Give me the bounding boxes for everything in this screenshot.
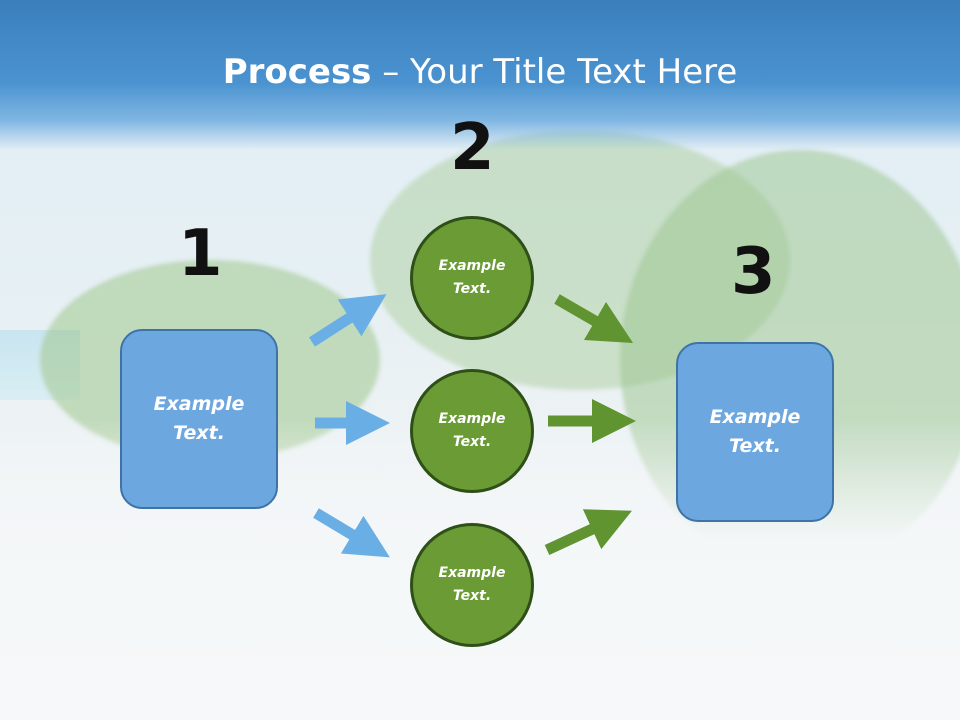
title-bar	[0, 0, 960, 150]
step-2-text-middle: Example Text.	[438, 411, 506, 450]
arrow-1-to-2-top	[309, 294, 387, 347]
step-3-text: Example Text.	[709, 406, 801, 457]
title-bold: Process	[222, 52, 372, 92]
step-2-number: 2	[450, 111, 495, 185]
step-3-box: Example Text.	[676, 342, 834, 522]
step-3-number: 3	[731, 235, 776, 309]
step-2-circle-top: Example Text.	[410, 216, 534, 340]
step-2-circle-bottom: Example Text.	[410, 523, 534, 647]
step-2-text-bottom: Example Text.	[438, 565, 506, 604]
title-rest: – Your Title Text Here	[371, 52, 738, 92]
slide-title: Process – Your Title Text Here	[0, 52, 960, 92]
arrow-2-to-3-bottom	[544, 509, 632, 555]
step-2-text-top: Example Text.	[438, 258, 506, 297]
step-1-number: 1	[178, 217, 223, 291]
step-1-text: Example Text.	[153, 393, 245, 444]
arrow-2-to-3-top	[554, 294, 634, 344]
arrow-1-to-2-bottom	[313, 508, 390, 558]
step-1-box: Example Text.	[120, 329, 278, 509]
step-2-circle-middle: Example Text.	[410, 369, 534, 493]
